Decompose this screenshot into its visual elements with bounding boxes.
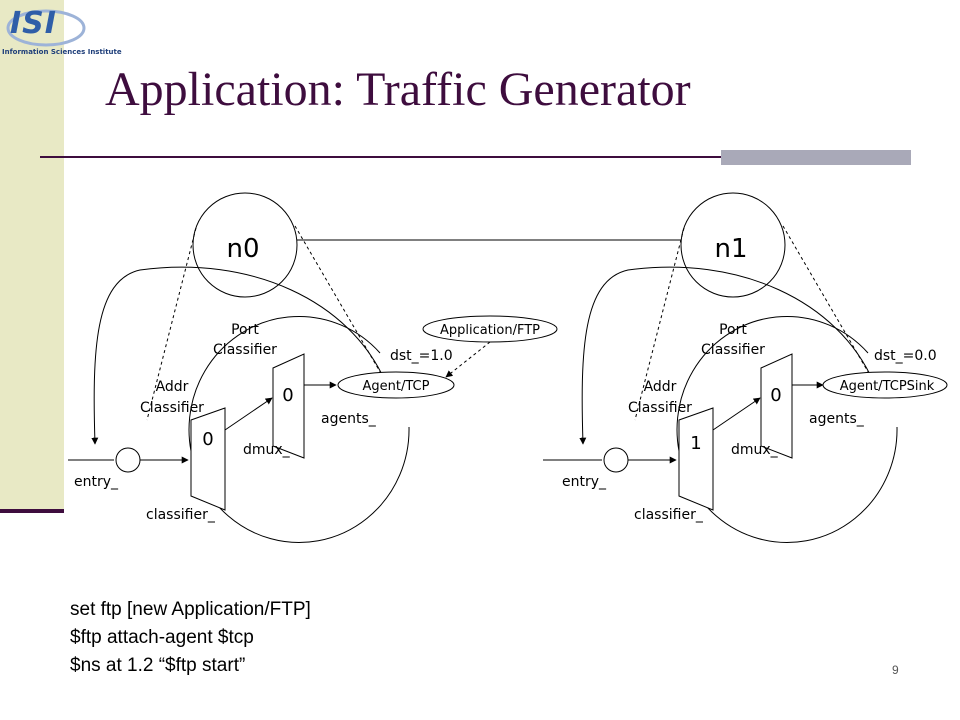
node-n0-circle: [192, 192, 298, 298]
sidebar-band: [0, 0, 64, 512]
node-n0-entry-label: entry_: [74, 474, 119, 490]
node-n1-entry-label: entry_: [562, 474, 607, 490]
application-ftp-label: Application/FTP: [440, 323, 540, 338]
node-n0-agents-label: agents_: [321, 411, 377, 427]
node-n0-label: n0: [226, 234, 259, 264]
node-n1-addr-classifier-label-2: Classifier: [628, 400, 692, 416]
node-n0-feedback-curve: [91, 266, 387, 445]
node-n0-agent-label: Agent/TCP: [363, 379, 430, 394]
node-n0-port-classifier: [272, 353, 305, 459]
node-n0-port-classifier-label-1: Port: [231, 322, 259, 338]
node-n1-agent: [822, 371, 948, 399]
node-n0-dmux-label: dmux_: [243, 442, 291, 458]
node-n1-circle: [680, 192, 786, 298]
code-line: set ftp [new Application/FTP]: [70, 599, 311, 620]
logo-subtitle: Information Sciences Institute: [2, 48, 122, 56]
node-n1-port-classifier-label-2: Classifier: [701, 342, 765, 358]
node-n1-agents-label: agents_: [809, 411, 865, 427]
node-n0-addr-classifier: [190, 407, 226, 511]
title-rule-accent: [721, 150, 911, 165]
title-rule: [40, 156, 910, 158]
node-n0-entry-point: [115, 447, 141, 473]
logo-mark: ISI: [10, 6, 57, 41]
node-n0-addr-slot: 0: [202, 429, 213, 450]
node-n1-port-classifier-label-1: Port: [719, 322, 747, 338]
code-block: set ftp [new Application/FTP] $ftp attac…: [70, 596, 311, 680]
node-n0-classifier-to-dmux: [224, 397, 273, 431]
code-line: $ns at 1.2 “$ftp start”: [70, 655, 246, 676]
node-n1-classifier-label: classifier_: [634, 507, 704, 523]
node-n1-port-slot: 0: [770, 385, 781, 406]
node-n1-classifier-to-dmux: [712, 397, 761, 431]
logo-swoosh-icon: [6, 9, 86, 47]
node-n0-port-slot: 0: [282, 385, 293, 406]
isi-logo: ISI Information Sciences Institute: [2, 6, 122, 62]
node-n0-agent: [337, 371, 455, 399]
node-n1-addr-classifier: [678, 407, 714, 511]
node-n0-addr-classifier-label-2: Classifier: [140, 400, 204, 416]
node-n1-entry-point: [603, 447, 629, 473]
node-n1-addr-classifier-label-1: Addr: [644, 379, 677, 395]
code-line: $ftp attach-agent $tcp: [70, 627, 254, 648]
node-n1-port-classifier: [760, 353, 793, 459]
node-n1-addr-slot: 1: [690, 433, 701, 454]
node-n0-dst-label: dst_=1.0: [390, 348, 453, 364]
node-n1-agent-label: Agent/TCPSink: [840, 379, 935, 394]
node-n0-port-classifier-label-2: Classifier: [213, 342, 277, 358]
node-n1-dmux-label: dmux_: [731, 442, 779, 458]
node-n1-feedback-curve: [579, 266, 875, 445]
node-n1-dst-label: dst_=0.0: [874, 348, 937, 364]
sidebar-stripe: [0, 509, 64, 513]
node-n1-label: n1: [714, 234, 747, 264]
node-n1: n1 1 0 Agent/TCPSink Port Classifier Add…: [543, 192, 948, 543]
node-n0-addr-classifier-label-1: Addr: [156, 379, 189, 395]
node-n0: n0 0 0 Agent/TCP: [68, 192, 455, 543]
node-n0-classifier-label: classifier_: [146, 507, 216, 523]
page-title: Application: Traffic Generator: [105, 63, 691, 116]
slide-number: 9: [892, 663, 899, 677]
